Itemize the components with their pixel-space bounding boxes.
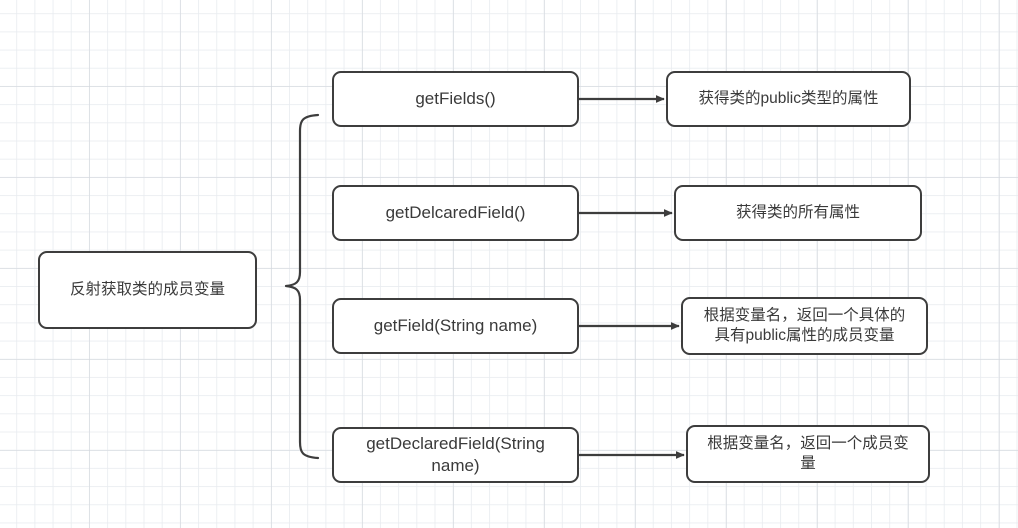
method-node-label: getDelcaredField() [385,202,526,222]
description-node-label: 获得类的public类型的属性 [698,89,879,107]
description-node-label: 根据变量名，返回一个具体的 具有public属性的成员变量 [703,306,906,344]
method-node-get-declared-field-string[interactable]: getDeclaredField(String name) [332,427,579,483]
method-node-label: getDeclaredField(String name) [366,433,545,475]
description-node-single-field[interactable]: 根据变量名，返回一个成员变 量 [686,425,930,483]
root-node[interactable]: 反射获取类的成员变量 [38,251,257,329]
method-node-get-fields[interactable]: getFields() [332,71,579,127]
curly-brace-icon [284,113,320,460]
method-node-label: getField(String name) [373,315,538,335]
method-node-label: getFields() [415,88,496,108]
description-node-label: 根据变量名，返回一个成员变 量 [707,434,909,472]
method-node-get-delcared-field[interactable]: getDelcaredField() [332,185,579,241]
method-node-get-field-string[interactable]: getField(String name) [332,298,579,354]
root-node-label: 反射获取类的成员变量 [69,280,225,298]
description-node-public-fields[interactable]: 获得类的public类型的属性 [666,71,911,127]
description-node-label: 获得类的所有属性 [735,203,860,221]
description-node-all-fields[interactable]: 获得类的所有属性 [674,185,922,241]
description-node-single-public-field[interactable]: 根据变量名，返回一个具体的 具有public属性的成员变量 [681,297,928,355]
